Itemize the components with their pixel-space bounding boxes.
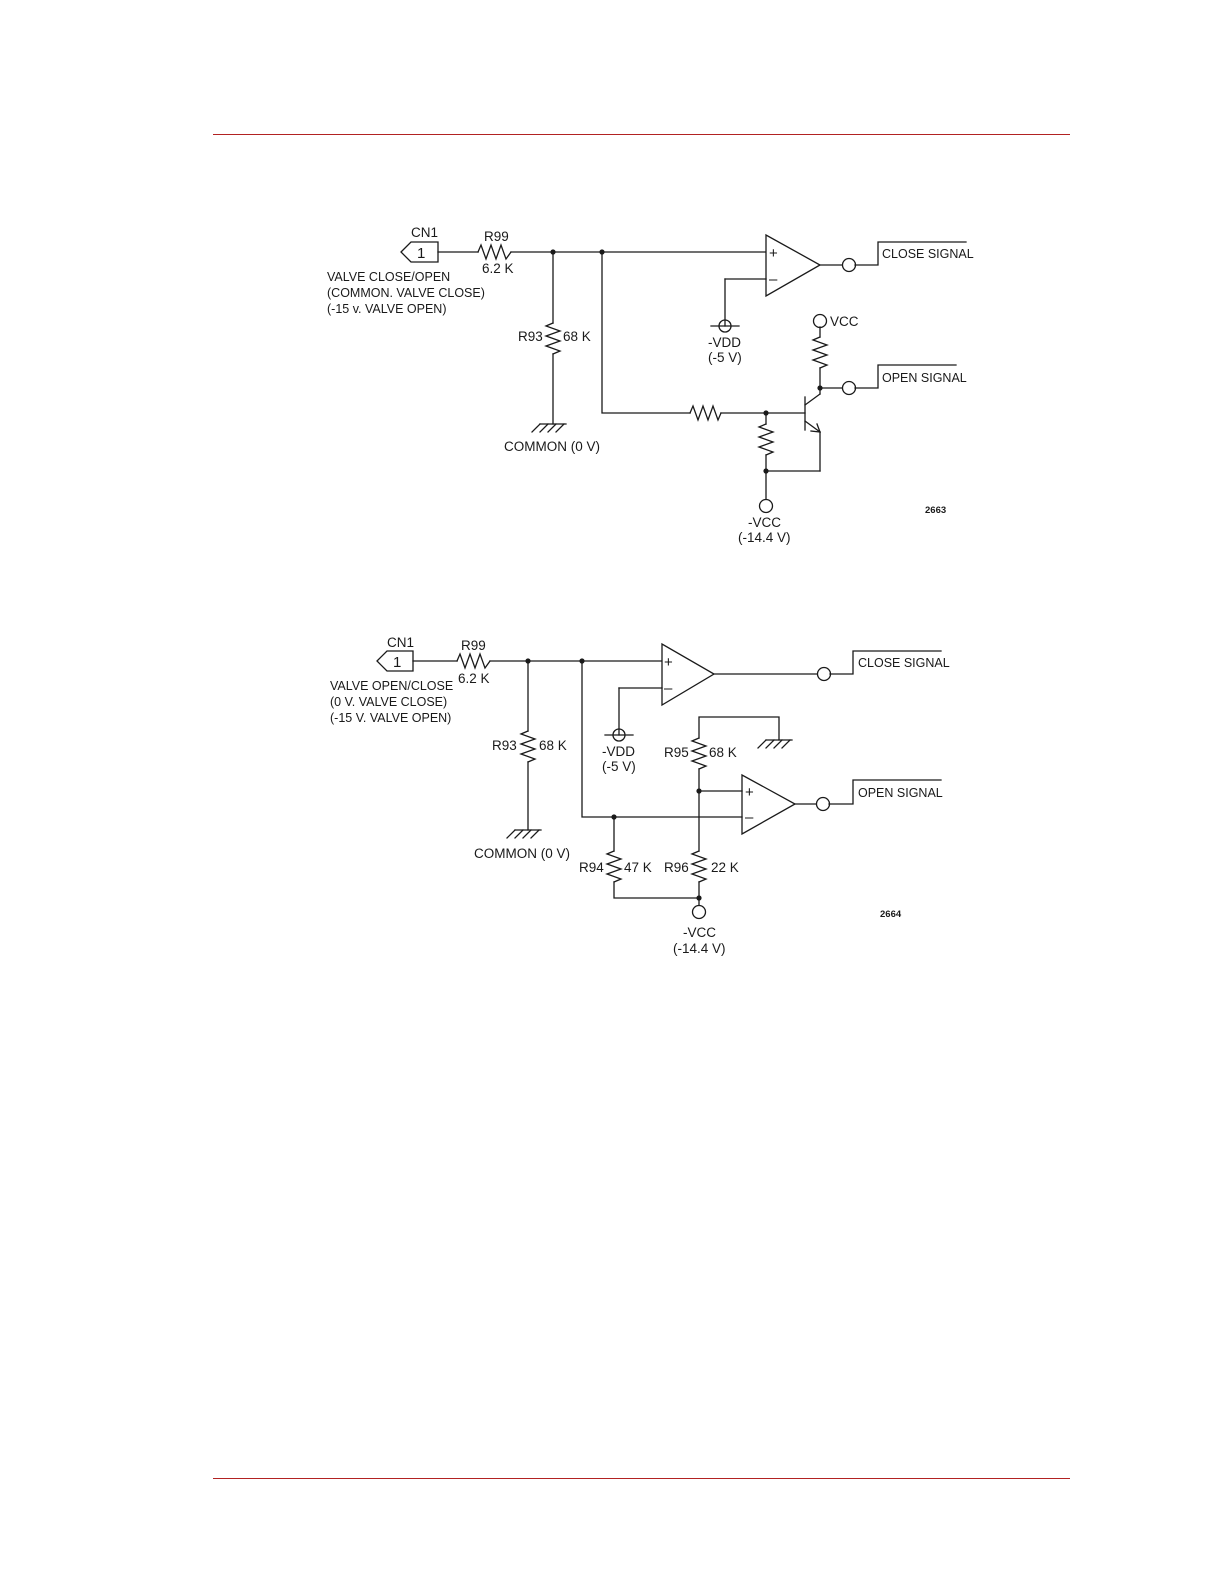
figure-number-1: 2663 (925, 505, 946, 516)
ground-icon (531, 423, 567, 433)
r99-name-1: R99 (484, 229, 509, 244)
ground-icon (506, 829, 542, 839)
vdd-terminal-icon (710, 319, 740, 333)
ground-icon (757, 739, 793, 749)
plus-sign-2b: + (745, 784, 754, 801)
r94-value: 47 K (624, 860, 652, 875)
header-rule (213, 134, 1070, 135)
close-signal-bracket-1 (854, 241, 967, 266)
vdd-terminal-icon (604, 728, 634, 742)
input-desc-1a: VALVE CLOSE/OPEN (327, 270, 450, 284)
close-signal-label-1: CLOSE SIGNAL (882, 247, 974, 261)
r95-value: 68 K (709, 745, 737, 760)
minus-sign-2b: – (745, 809, 754, 826)
input-desc-1c: (-15 v. VALVE OPEN) (327, 302, 446, 316)
pulldown-resistor (757, 423, 775, 456)
open-comparator-input-wire (581, 660, 743, 818)
vcc-terminal-1 (812, 313, 828, 329)
minus-sign-1: – (769, 271, 778, 288)
cn1-pin-1: 1 (417, 245, 425, 262)
plus-sign-1: + (769, 245, 778, 262)
open-signal-label-1: OPEN SIGNAL (882, 371, 967, 385)
comparator-close-1 (765, 233, 822, 298)
neg-vcc-label-2: -VCC (683, 925, 716, 940)
comparator-open-2 (741, 773, 797, 836)
close-output-terminal-2 (816, 666, 832, 682)
cn1-label-1: CN1 (411, 225, 438, 240)
schematic-2664: 1 CN1 VALVE OPEN/CLOSE (0 V. VALVE CLOSE… (330, 635, 950, 956)
input-desc-2b: (0 V. VALVE CLOSE) (330, 695, 447, 709)
comparator-close-2 (661, 642, 716, 707)
r93-resistor-1 (544, 322, 562, 355)
r99-name-2: R99 (461, 638, 486, 653)
figure-number-2: 2664 (880, 909, 902, 920)
open-output-terminal-1 (841, 380, 857, 396)
npn-transistor-icon (804, 393, 821, 433)
r95-name: R95 (664, 745, 689, 760)
open-signal-bracket-1 (854, 364, 957, 389)
r94-name: R94 (579, 860, 604, 875)
neg-vcc-label-1: -VCC (748, 515, 781, 530)
input-desc-2c: (-15 V. VALVE OPEN) (330, 711, 451, 725)
r96-resistor (690, 850, 708, 883)
r96-name: R96 (664, 860, 689, 875)
r93-value-1: 68 K (563, 329, 591, 344)
close-signal-label-2: CLOSE SIGNAL (858, 656, 950, 670)
cn1-pin-2: 1 (393, 654, 401, 671)
neg-vcc-value-2: (-14.4 V) (673, 941, 726, 956)
close-output-terminal-1 (841, 257, 857, 273)
vdd-value-2: (-5 V) (602, 759, 636, 774)
common-label-1: COMMON (0 V) (504, 439, 600, 454)
transistor-base-wire (601, 251, 691, 414)
open-output-terminal-2 (815, 796, 831, 812)
input-desc-2a: VALVE OPEN/CLOSE (330, 679, 453, 693)
base-resistor (689, 404, 722, 422)
footer-rule (213, 1478, 1070, 1479)
vdd-value-1: (-5 V) (708, 350, 742, 365)
r95-resistor (690, 737, 708, 770)
minus-sign-2a: – (664, 680, 673, 697)
vdd-label-2: -VDD (602, 744, 635, 759)
common-label-2: COMMON (0 V) (474, 846, 570, 861)
input-desc-1b: (COMMON. VALVE CLOSE) (327, 286, 485, 300)
vdd-label-1: -VDD (708, 335, 741, 350)
r93-resistor-2 (519, 730, 537, 763)
r99-value-1: 6.2 K (482, 261, 514, 276)
cn1-label-2: CN1 (387, 635, 414, 650)
r93-name-2: R93 (492, 738, 517, 753)
r99-resistor-2 (456, 652, 491, 670)
neg-vcc-terminal-2 (691, 904, 707, 920)
r94-resistor (605, 850, 623, 883)
r93-name-1: R93 (518, 329, 543, 344)
open-signal-bracket-2 (828, 779, 942, 805)
pullup-resistor (811, 336, 829, 369)
r99-value-2: 6.2 K (458, 671, 490, 686)
r93-value-2: 68 K (539, 738, 567, 753)
plus-sign-2a: + (664, 654, 673, 671)
close-signal-bracket-2 (829, 650, 942, 675)
schematic-2663: 1 CN1 VALVE CLOSE/OPEN (COMMON. VALVE CL… (327, 225, 974, 545)
r96-value: 22 K (711, 860, 739, 875)
neg-vcc-terminal-1 (758, 498, 774, 514)
neg-vcc-value-1: (-14.4 V) (738, 530, 791, 545)
r99-resistor-1 (477, 243, 512, 261)
vcc-label-1: VCC (830, 314, 859, 329)
open-signal-label-2: OPEN SIGNAL (858, 786, 943, 800)
